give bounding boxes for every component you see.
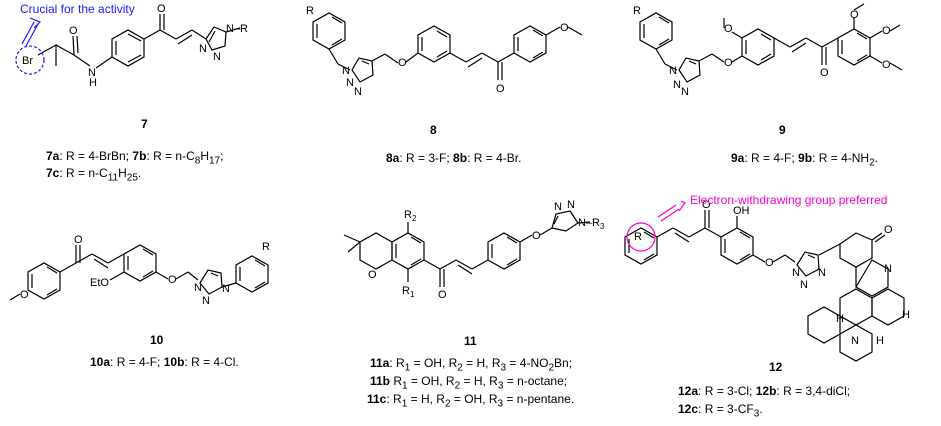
- structure-12: [624, 200, 905, 362]
- legend-7-line2: 7c: R = n-C11H25.: [46, 166, 142, 184]
- compound-number-8: 8: [430, 123, 437, 137]
- atom-nh: N: [88, 67, 96, 79]
- atom-h: H: [89, 77, 97, 89]
- atom-o: O: [724, 57, 733, 69]
- atom-r1: R1: [402, 285, 415, 299]
- legend-11-line2: 11b R1 = OH, R2 = H, R3 = n-octane;: [370, 374, 568, 392]
- atom-o: O: [168, 274, 177, 286]
- atom-n: N: [199, 43, 207, 55]
- atom-n: N: [222, 283, 230, 295]
- atom-o: O: [368, 269, 377, 281]
- atom-o: O: [850, 9, 859, 21]
- atom-o: O: [765, 257, 774, 269]
- atom-n: N: [884, 263, 892, 275]
- atom-r: R: [634, 231, 642, 243]
- atom-n: N: [851, 335, 859, 347]
- atom-n: N: [792, 267, 800, 279]
- atom-r2: R2: [404, 209, 417, 223]
- compound-number-7: 7: [141, 117, 148, 131]
- atom-o: O: [560, 22, 569, 34]
- atom-o: O: [882, 25, 891, 37]
- atom-n: N: [669, 65, 677, 77]
- compound-number-11: 11: [464, 334, 477, 348]
- atom-n: N: [567, 199, 575, 211]
- atom-o: O: [69, 25, 78, 37]
- legend-11-line1: 11a: R1 = OH, R2 = H, R3 = 4-NO2Bn;: [370, 356, 573, 374]
- atom-o: O: [157, 3, 166, 15]
- atom-o: O: [20, 289, 29, 301]
- atom-o: O: [884, 224, 893, 236]
- atom-o: O: [74, 234, 83, 246]
- atom-o: O: [398, 57, 407, 69]
- structure-8: [312, 12, 583, 83]
- compound-number-9: 9: [779, 123, 786, 137]
- atom-h: H: [876, 335, 884, 347]
- atom-o: O: [496, 83, 505, 95]
- atom-o: O: [724, 23, 733, 35]
- atom-eto: EtO: [90, 277, 109, 289]
- atom-r: R: [633, 5, 641, 17]
- compound-number-12: 12: [769, 360, 783, 374]
- atom-n: N: [202, 295, 210, 307]
- legend-10: 10a: R = 4-F; 10b: R = 4-Cl.: [90, 355, 239, 369]
- atom-o: O: [820, 67, 829, 79]
- atom-n: N: [818, 267, 826, 279]
- legend-12-line2: 12c: R = 3-CF3.: [678, 402, 763, 420]
- atom-n: N: [346, 77, 354, 89]
- atom-n: N: [342, 65, 350, 77]
- atom-r: R: [262, 241, 270, 253]
- atom-oh: OH: [733, 205, 750, 217]
- atom-n: N: [800, 279, 808, 291]
- atom-n: N: [213, 51, 221, 63]
- atom-o: O: [702, 199, 711, 211]
- legend-8: 8a: R = 3-F; 8b: R = 4-Br.: [386, 151, 522, 165]
- atom-h: H: [836, 313, 844, 325]
- atom-o: O: [438, 289, 447, 301]
- legend-9: 9a: R = 4-F; 9b: R = 4-NH2.: [731, 151, 878, 169]
- structure-11: [343, 210, 591, 287]
- atom-r: R: [306, 5, 314, 17]
- structure-9: [639, 3, 903, 83]
- atom-br: Br: [22, 55, 33, 67]
- annotation-crucial: Crucial for the activity: [20, 2, 135, 16]
- legend-7-line1: 7a: R = 4-BrBn; 7b: R = n-C8H17;: [46, 149, 224, 167]
- atom-o: O: [532, 230, 541, 242]
- atom-h: H: [902, 309, 910, 321]
- atom-n-r: N–R: [226, 23, 248, 35]
- atom-n: N: [554, 201, 562, 213]
- structure-10: [9, 244, 269, 301]
- atom-n: N: [194, 282, 202, 294]
- atom-n-r3: N–R3: [578, 217, 605, 231]
- atom-n: N: [354, 86, 362, 98]
- atom-o: O: [882, 59, 891, 71]
- compound-number-10: 10: [150, 333, 164, 347]
- atom-n: N: [681, 86, 689, 98]
- structure-7: [15, 14, 241, 75]
- atom-n: N: [673, 79, 681, 91]
- annotation-electron-withdrawing: Electron-withdrawing group preferred: [690, 193, 888, 207]
- legend-11-line3: 11c: R1 = H, R2 = OH, R3 = n-pentane.: [367, 392, 575, 410]
- legend-12-line1: 12a: R = 3-Cl; 12b: R = 3,4-diCl;: [678, 384, 851, 398]
